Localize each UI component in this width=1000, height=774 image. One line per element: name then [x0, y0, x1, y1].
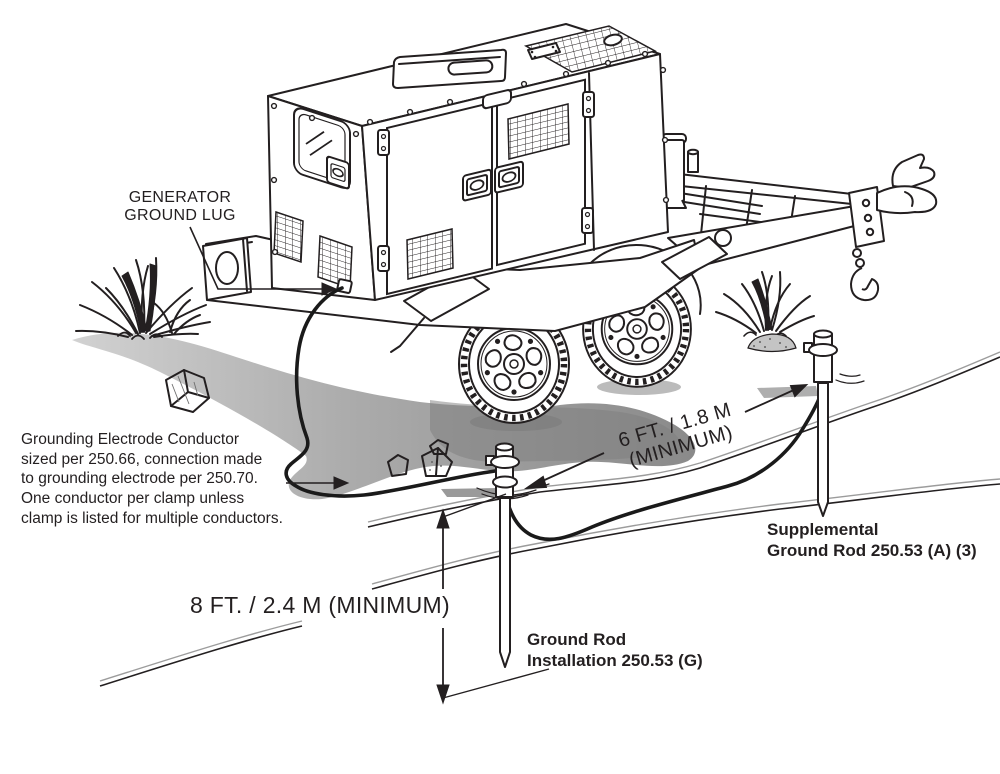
ground-rod-supplemental [757, 329, 865, 517]
roof-recess [392, 48, 507, 89]
arrowhead-right [789, 383, 809, 398]
trailer-hitch-coupler [848, 153, 938, 302]
depth-dimension-label: 8 FT. / 2.4 M (MINIMUM) [190, 592, 450, 618]
dimension-8ft [436, 493, 550, 705]
grounding-conductor-cable [284, 286, 823, 542]
roof-vent-grid [523, 25, 658, 73]
arrowhead [321, 282, 338, 296]
trailer-shadow [72, 332, 696, 500]
left-vent-grid-1 [273, 210, 304, 264]
plant-right [715, 271, 815, 338]
rocks-small [387, 439, 453, 477]
ground-rod-primary [441, 442, 550, 668]
ground-rod-label: Ground Rod Installation 250.53 (G) [527, 630, 703, 671]
dimension-6ft [523, 383, 809, 490]
rod-clamp [490, 455, 520, 469]
leader-ground-lug [189, 226, 338, 296]
front-vent-grid-high [507, 103, 570, 160]
rock-large [165, 369, 210, 413]
leader-conductor-note [286, 476, 350, 490]
panel-bolts [270, 50, 670, 256]
rod-clamp [808, 343, 838, 357]
door-latch-left [462, 168, 492, 202]
roof-port [603, 33, 623, 47]
arrowhead-left [523, 475, 548, 490]
front-vent-grid-low [406, 228, 454, 280]
conductor-note-label: Grounding Electrode Conductor sized per … [21, 431, 283, 527]
generator-ground-lug-label: GENERATOR GROUND LUG [124, 189, 236, 224]
supplemental-rod-label: Supplemental Ground Rod 250.53 (A) (3) [767, 520, 977, 561]
arrowhead [333, 476, 350, 490]
dirt-mound [747, 333, 797, 353]
arrowhead-down [436, 684, 450, 705]
generator-enclosure [267, 23, 670, 301]
arrowhead-up [436, 508, 450, 529]
rear-fender [661, 236, 728, 280]
door-latch-right [494, 160, 524, 194]
plant-left [75, 257, 211, 340]
left-latch [326, 155, 350, 190]
extension-lines [442, 493, 550, 699]
